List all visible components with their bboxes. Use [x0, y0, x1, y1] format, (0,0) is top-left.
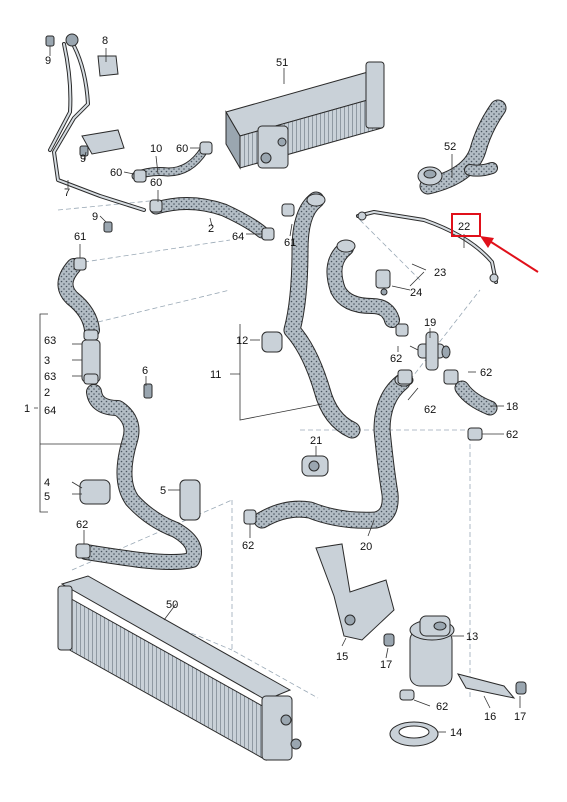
label-3: 3 [44, 355, 50, 367]
label-1: 1 [24, 403, 30, 415]
label-2-top: 2 [208, 223, 214, 235]
part-20-pump-hose [253, 373, 414, 529]
part-23-hose [326, 239, 400, 328]
part-14-seal-ring [389, 721, 439, 747]
part-number-labels: 9 8 51 52 22 10 60 9 7 60 60 9 2 64 61 6… [24, 35, 526, 739]
label-5-right: 5 [160, 485, 166, 497]
part-24-bracket [375, 269, 391, 296]
label-61-right: 61 [284, 237, 296, 249]
label-63-top: 63 [44, 335, 56, 347]
label-61-left: 61 [74, 231, 86, 243]
label-60-c: 60 [150, 177, 162, 189]
label-62-f: 62 [76, 519, 88, 531]
label-18: 18 [506, 401, 518, 413]
label-51: 51 [276, 57, 288, 69]
part-6-bolt [143, 383, 153, 399]
label-9-top: 9 [45, 55, 51, 67]
label-4: 4 [44, 477, 50, 489]
label-23: 23 [434, 267, 446, 279]
label-21: 21 [310, 435, 322, 447]
label-64-top: 64 [232, 231, 244, 243]
part-7-pipe-assembly [48, 33, 146, 212]
part-18-hose [454, 380, 498, 416]
part-5-clamp [179, 479, 201, 521]
part-13-pump [409, 615, 455, 687]
part-15-bracket [315, 543, 395, 641]
part-1-hose [57, 258, 202, 570]
part-51-cooler [225, 61, 385, 170]
label-15: 15 [336, 651, 348, 663]
label-62-b: 62 [480, 367, 492, 379]
label-60-b: 60 [110, 167, 122, 179]
part-21-holder [301, 455, 329, 477]
label-62-e: 62 [242, 540, 254, 552]
label-62-c: 62 [424, 404, 436, 416]
label-17-b: 17 [514, 711, 526, 723]
label-20: 20 [360, 541, 372, 553]
leader-lines [34, 46, 521, 733]
label-62-g: 62 [436, 701, 448, 713]
label-9-low: 9 [92, 211, 98, 223]
part-50-radiator [57, 575, 302, 761]
part-12-clamp [261, 331, 283, 353]
label-60-a: 60 [176, 143, 188, 155]
label-11: 11 [210, 369, 221, 381]
label-17-a: 17 [380, 659, 392, 671]
part-52-outlet-hose [417, 99, 507, 195]
label-13: 13 [466, 631, 478, 643]
highlight-22 [451, 213, 539, 273]
part-2-hose [149, 196, 269, 239]
label-2-left: 2 [44, 387, 50, 399]
label-6: 6 [142, 365, 148, 377]
label-62-d: 62 [506, 429, 518, 441]
label-50: 50 [166, 599, 178, 611]
part-4-clamp [79, 479, 111, 505]
label-14: 14 [450, 727, 462, 739]
label-5-left: 5 [44, 491, 50, 503]
label-9-mid: 9 [80, 153, 86, 165]
label-7: 7 [64, 187, 70, 199]
label-19: 19 [424, 317, 436, 329]
part-19-t-connector [417, 331, 451, 371]
label-22: 22 [458, 221, 470, 233]
label-52: 52 [444, 141, 456, 153]
label-63-bottom: 63 [44, 371, 56, 383]
label-8: 8 [102, 35, 108, 47]
label-10: 10 [150, 143, 162, 155]
label-62-a: 62 [390, 353, 402, 365]
label-12: 12 [236, 335, 248, 347]
part-16-strap [456, 673, 516, 699]
label-64-left: 64 [44, 405, 56, 417]
part-11-hose [283, 191, 361, 439]
label-24: 24 [410, 287, 422, 299]
label-16: 16 [484, 711, 496, 723]
